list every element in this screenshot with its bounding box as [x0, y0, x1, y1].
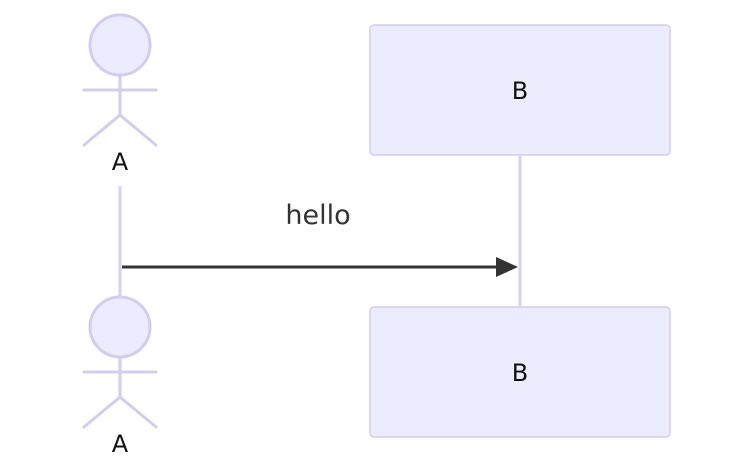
- actor-right-leg-icon: [118, 113, 158, 147]
- actor-a-top-label: A: [112, 148, 129, 176]
- participant-b-bottom: B: [369, 306, 671, 438]
- participant-b-bottom-label: B: [512, 359, 528, 387]
- participant-b-top-box: [369, 24, 671, 156]
- actor-left-leg-icon: [82, 395, 122, 429]
- participant-b-top-label: B: [512, 77, 528, 105]
- arrow-head-icon: [496, 257, 518, 277]
- actor-head-icon: [88, 295, 152, 359]
- actor-left-leg-icon: [82, 113, 122, 147]
- actor-a-bottom: A: [82, 295, 158, 458]
- message-label: hello: [285, 200, 350, 231]
- actor-head-icon: [88, 13, 152, 77]
- actor-a-top: A: [82, 13, 158, 176]
- actor-a-bottom-label: A: [112, 430, 129, 458]
- actor-right-leg-icon: [118, 395, 158, 429]
- participant-b-bottom-box: [369, 306, 671, 438]
- message-hello: hello: [122, 200, 518, 277]
- participant-b-top: B: [369, 24, 671, 156]
